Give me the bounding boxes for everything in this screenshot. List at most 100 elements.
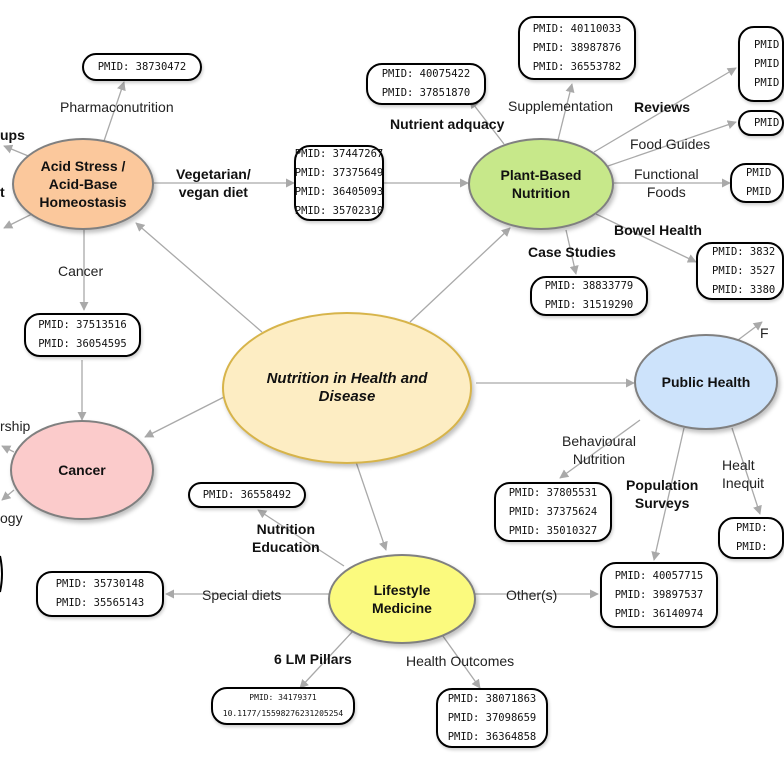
label-cancer-link: Cancer (58, 263, 104, 279)
ref-line: PMID: 37447267 (294, 148, 384, 160)
label-population-surveys: Population Surveys (626, 477, 699, 511)
ref-line: PMID: 37375624 (508, 505, 598, 518)
ref-line: PMID (746, 167, 772, 179)
ref-line: PMID: 35730148 (55, 578, 145, 590)
ref-line: PMID: 37098659 (447, 711, 537, 724)
label-pharmaconutrition: Pharmaconutrition (60, 99, 174, 115)
edge-center-cancer (144, 394, 229, 438)
ref-box-food-guides[interactable]: PMID (738, 110, 784, 136)
ref-line: PMID (754, 57, 780, 70)
ref-line: PMID: 36558492 (202, 488, 292, 501)
ref-line: PMID (754, 116, 780, 129)
center-node[interactable]: Nutrition in Health and Disease (222, 312, 472, 464)
ref-box-case-studies[interactable]: PMID: 38833779 PMID: 31519290 (530, 276, 648, 316)
label-case-studies: Case Studies (528, 244, 616, 260)
label-oncology: ogy (0, 510, 23, 526)
edge-acid-pharma (103, 81, 126, 142)
ref-box-outcomes[interactable]: PMID: 38071863 PMID: 37098659 PMID: 3636… (436, 688, 548, 748)
label-vegetarian: Vegetarian/ vegan diet (176, 166, 251, 200)
ref-line: PMID: 3832 (712, 245, 776, 258)
ref-line: PMID: 36364858 (447, 730, 537, 743)
ref-box-vegan[interactable]: PMID: 37447267 PMID: 37375649 PMID: 3640… (294, 145, 384, 221)
edge-center-acid (135, 222, 263, 333)
ref-line: PMID: 35702310 (294, 205, 384, 217)
label-reviews: Reviews (634, 99, 691, 115)
ref-line: PMID: 39897537 (614, 588, 704, 601)
ref-box-education[interactable]: PMID: 36558492 (188, 482, 306, 508)
ref-line: PMID: (736, 522, 768, 534)
ref-line: PMID (754, 38, 780, 51)
ref-box-inequities[interactable]: PMID: PMID: (718, 517, 784, 559)
public-health-node[interactable]: Public Health (634, 334, 778, 430)
cancer-node[interactable]: Cancer (10, 420, 154, 520)
ref-line: PMID: 37805531 (508, 486, 598, 499)
edge-lifestyle-pillars (299, 629, 355, 689)
label-others: Other(s) (506, 587, 558, 603)
edge-center-plant (409, 227, 511, 323)
ref-line: PMID: 38987876 (532, 41, 622, 54)
ref-line: PMID: 36054595 (38, 338, 127, 350)
label-health-inequities: Healt Inequit (722, 457, 765, 491)
ref-line: PMID: 35010327 (508, 524, 598, 537)
ref-line: PMID: 38071863 (447, 692, 537, 705)
edge-center-lifestyle (355, 461, 388, 551)
ref-box-cancer[interactable]: PMID: 37513516 PMID: 36054595 (24, 313, 141, 357)
ref-line: PMID: 36140974 (614, 607, 704, 620)
ref-box-population[interactable]: PMID: 40057715 PMID: 39897537 PMID: 3614… (600, 562, 718, 628)
ref-line: PMID: 37375649 (294, 167, 384, 179)
edge-public-top (737, 321, 763, 341)
edge-lifestyle-education (257, 509, 345, 567)
offscreen-node-arc (0, 555, 3, 593)
ref-line: PMID: 36553782 (532, 60, 622, 73)
label-groups: ups (0, 127, 25, 143)
acid-stress-node[interactable]: Acid Stress / Acid-Base Homeostasis (12, 138, 154, 230)
label-survivorship: rship (0, 418, 31, 434)
ref-box-supplement[interactable]: PMID: 40110033 PMID: 38987876 PMID: 3655… (518, 16, 636, 80)
label-t: t (0, 184, 5, 200)
ref-line: PMID: 37513516 (38, 319, 127, 331)
label-f: F (760, 325, 769, 341)
ref-line: PMID: 37851870 (381, 87, 471, 99)
edge-cancer-left-bottom (1, 489, 15, 501)
label-nutrition-education: Nutrition Education (252, 521, 320, 555)
label-six-lm-pillars: 6 LM Pillars (274, 651, 352, 667)
ref-line: PMID (754, 76, 780, 89)
ref-box-bowel[interactable]: PMID: 3832 PMID: 3527 PMID: 3380 (696, 242, 784, 300)
label-functional-foods: Functional Foods (634, 166, 699, 200)
lifestyle-node[interactable]: Lifestyle Medicine (328, 554, 476, 644)
plant-based-node[interactable]: Plant-Based Nutrition (468, 138, 614, 230)
ref-line: PMID: (736, 541, 768, 553)
ref-box-functional[interactable]: PMID PMID (730, 163, 784, 203)
label-food-guides: Food Guides (630, 136, 711, 152)
ref-line: PMID (746, 186, 772, 198)
ref-box-reviews[interactable]: PMID PMID PMID (738, 26, 784, 102)
ref-line: PMID: 34179371 (249, 693, 317, 702)
edge-public-behavioural (559, 419, 641, 479)
ref-line: PMID: 40110033 (532, 22, 622, 35)
edge-plant-reviews (593, 67, 737, 153)
label-supplementation: Supplementation (508, 98, 614, 114)
center-node-label: Nutrition in Health and Disease (266, 370, 428, 405)
ref-box-nutrient[interactable]: PMID: 40075422 PMID: 37851870 (366, 63, 486, 105)
ref-box-behavioural[interactable]: PMID: 37805531 PMID: 37375624 PMID: 3501… (494, 482, 612, 542)
edge-public-population (651, 427, 685, 561)
ref-line: PMID: 3527 (712, 264, 776, 277)
ref-line: 10.1177/15598276231205254 (222, 709, 344, 718)
ref-box-pillars[interactable]: PMID: 34179371 10.1177/15598276231205254 (211, 687, 355, 725)
ref-line: PMID: 40075422 (381, 68, 471, 80)
edge-public-inequities (731, 427, 762, 515)
edge-plant-case (565, 229, 579, 275)
ref-line: PMID: 31519290 (544, 299, 634, 311)
label-health-outcomes: Health Outcomes (406, 653, 515, 669)
label-bowel-health: Bowel Health (614, 222, 702, 238)
label-special-diets: Special diets (202, 587, 282, 603)
ref-line: PMID: 40057715 (614, 569, 704, 582)
lifestyle-label: Lifestyle Medicine (372, 582, 432, 616)
edge-lifestyle-outcomes (439, 631, 481, 689)
public-health-label: Public Health (661, 374, 751, 390)
ref-box-special[interactable]: PMID: 35730148 PMID: 35565143 (36, 571, 164, 617)
ref-box-pharma[interactable]: PMID: 38730472 (82, 53, 202, 81)
edge-plant-foodguides (607, 120, 737, 167)
cancer-label: Cancer (58, 462, 106, 478)
ref-line: PMID: 35565143 (55, 597, 145, 609)
